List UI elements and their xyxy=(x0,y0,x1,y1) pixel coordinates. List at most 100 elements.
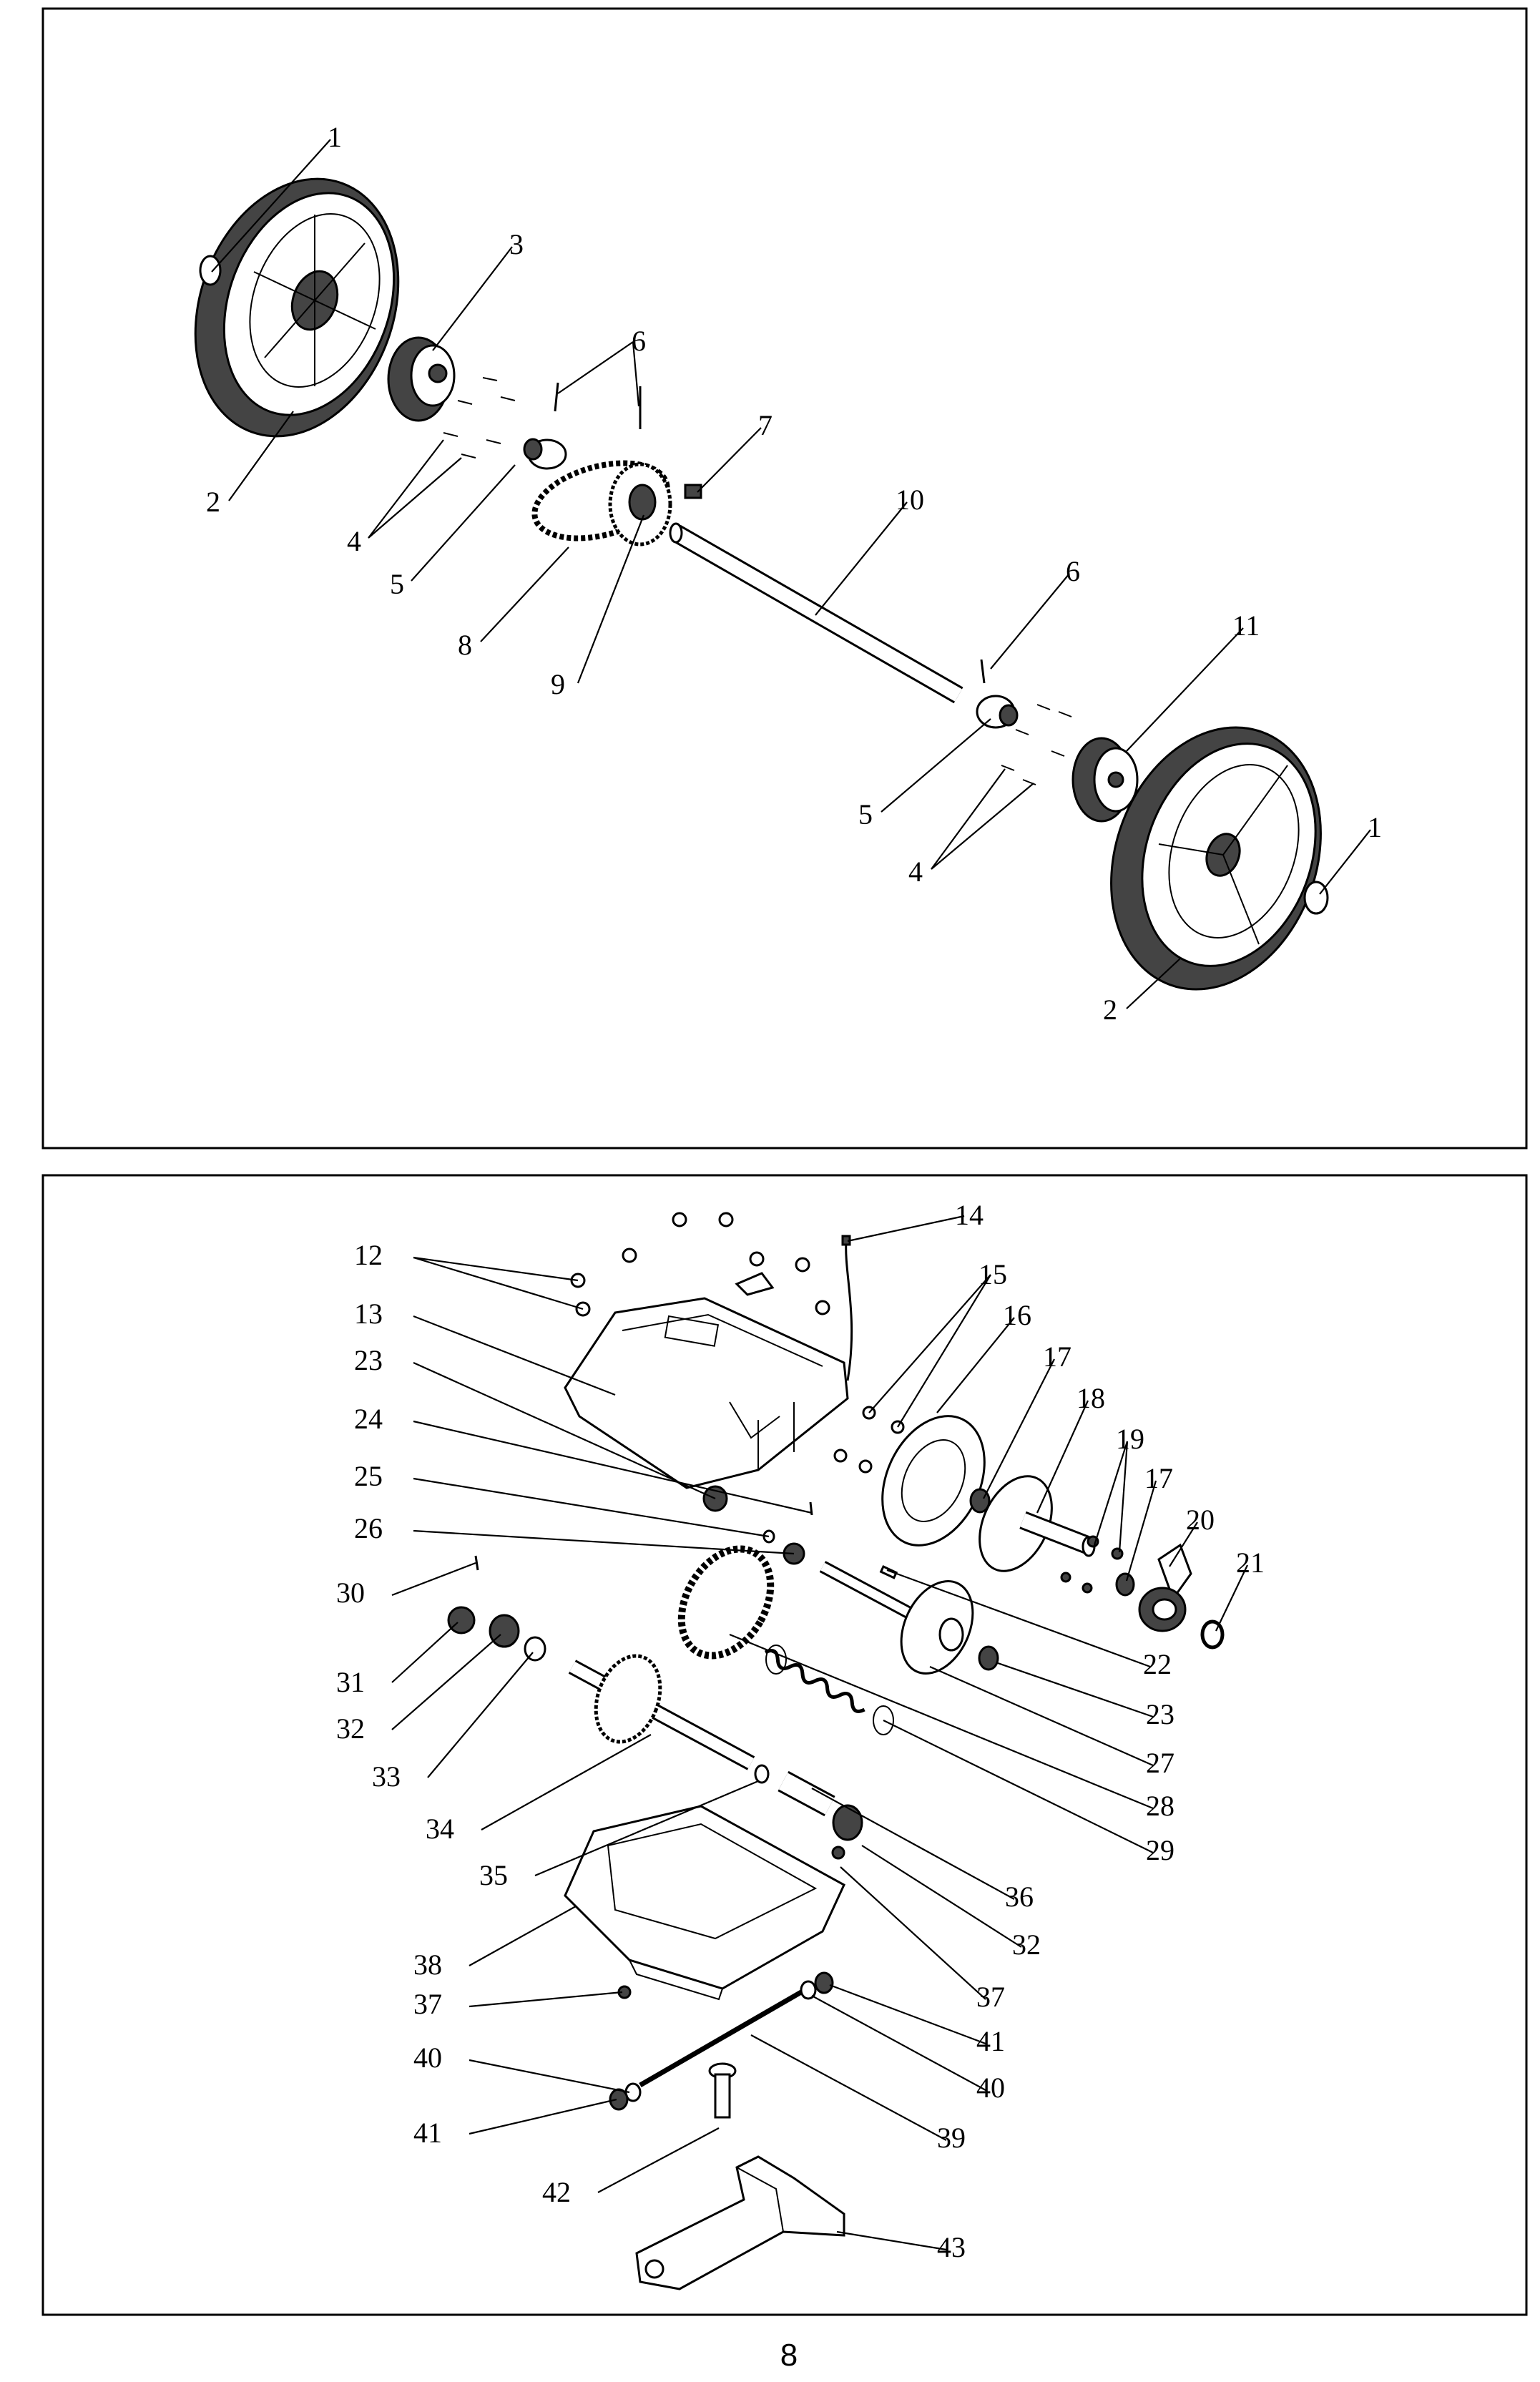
callout-leader-b17a xyxy=(983,1358,1055,1499)
callout-label-b32a: 32 xyxy=(336,1712,365,1745)
callout-label-t5b: 5 xyxy=(858,798,873,830)
upper-gear-housing xyxy=(564,1297,849,1489)
callout-leader-b34 xyxy=(481,1734,652,1830)
callout-label-b23a: 23 xyxy=(354,1344,383,1376)
callout-leader-t6b xyxy=(990,573,1070,670)
left-hub-screws xyxy=(443,377,516,459)
callout-leader-t5a xyxy=(411,464,516,582)
callout-leader-t3 xyxy=(432,246,513,351)
callout-label-t3: 3 xyxy=(509,228,524,260)
bottom-panel-frame xyxy=(41,1174,1528,2316)
rod-39 xyxy=(639,1989,803,2088)
callout-label-b17a: 17 xyxy=(1043,1341,1071,1373)
shaft-22 xyxy=(819,1561,926,1626)
callout-label-b17b: 17 xyxy=(1144,1462,1173,1494)
callout-label-b26: 26 xyxy=(354,1512,383,1544)
bracket-43 xyxy=(635,2155,845,2290)
callout-leader-b20 xyxy=(1169,1521,1198,1567)
callout-leader-b15b xyxy=(897,1274,991,1428)
callout-label-b16: 16 xyxy=(1003,1299,1031,1331)
callout-leader-t6a xyxy=(557,341,634,394)
callout-leader-b27 xyxy=(929,1665,1154,1767)
callout-label-t7: 7 xyxy=(758,409,773,441)
drive-chain-bottom xyxy=(677,1545,775,1660)
callout-leader-b39 xyxy=(750,2034,947,2141)
callout-label-b32b: 32 xyxy=(1012,1928,1041,1961)
left-hub xyxy=(387,336,456,422)
callout-label-t9: 9 xyxy=(551,668,565,700)
callout-label-b36: 36 xyxy=(1005,1881,1034,1913)
callout-leader-t4b2 xyxy=(931,783,1034,870)
drive-disc-27 xyxy=(900,1580,974,1675)
callout-label-b42: 42 xyxy=(542,2176,571,2208)
callout-leader-t7 xyxy=(697,427,762,493)
callout-leader-b42 xyxy=(597,2127,720,2193)
callout-label-b18: 18 xyxy=(1076,1382,1105,1414)
callout-leader-t1a xyxy=(211,139,331,273)
callout-leader-b28 xyxy=(729,1633,1154,1810)
callout-label-b34: 34 xyxy=(426,1813,454,1845)
callout-label-b30: 30 xyxy=(336,1577,365,1609)
callout-label-b25: 25 xyxy=(354,1460,383,1492)
callout-label-b20: 20 xyxy=(1186,1504,1215,1536)
callout-leader-b24 xyxy=(413,1420,813,1514)
right-wheel xyxy=(1110,726,1322,991)
callout-leader-b23b xyxy=(997,1662,1154,1718)
callout-leader-t11 xyxy=(1126,627,1244,752)
callout-leader-b38 xyxy=(469,1906,577,1966)
top-callout-leaders xyxy=(211,139,1371,1009)
pin-right xyxy=(980,659,986,684)
callout-label-t4a: 4 xyxy=(347,525,361,557)
callout-leader-b32a xyxy=(391,1634,501,1730)
callout-label-b13: 13 xyxy=(354,1298,383,1330)
callout-leader-t4a2 xyxy=(368,457,462,539)
callout-leader-b35 xyxy=(534,1780,759,1877)
callout-label-t1b: 1 xyxy=(1368,811,1382,843)
callout-label-b23b: 23 xyxy=(1146,1698,1174,1730)
callout-label-b41a: 41 xyxy=(976,2025,1005,2057)
callout-leader-b23a xyxy=(413,1361,716,1500)
right-wheel-cap xyxy=(1303,881,1329,915)
pin-30 xyxy=(474,1555,479,1571)
callout-label-t11: 11 xyxy=(1232,609,1260,642)
callout-leader-b13 xyxy=(413,1315,616,1396)
bottom-callout-leaders xyxy=(391,1215,1248,2251)
callout-leader-b40b xyxy=(811,1995,986,2091)
callout-leader-t4a xyxy=(368,439,444,539)
lower-gear-housing xyxy=(564,1805,845,2001)
left-bushing xyxy=(523,438,567,470)
callout-label-t6a: 6 xyxy=(632,325,646,357)
callout-leader-b31 xyxy=(391,1622,458,1683)
ring-35 xyxy=(754,1764,770,1784)
callout-leader-b19 xyxy=(1093,1441,1129,1546)
gear-31 xyxy=(447,1606,476,1634)
callout-leader-t1b xyxy=(1319,829,1371,895)
callout-label-t2a: 2 xyxy=(206,486,220,518)
washer-40b xyxy=(800,1980,817,2000)
callout-label-b43: 43 xyxy=(937,2231,966,2263)
callout-leader-b15 xyxy=(868,1274,991,1413)
callout-label-b38: 38 xyxy=(413,1949,442,1981)
callout-label-b37a: 37 xyxy=(413,1988,442,2020)
nut-37b xyxy=(831,1846,845,1860)
top-panel-frame xyxy=(41,7,1528,1150)
callout-leader-b37a xyxy=(469,1991,623,2008)
washer-41b xyxy=(814,1971,834,1994)
callout-leader-t9 xyxy=(577,514,645,684)
callout-label-b12: 12 xyxy=(354,1239,383,1271)
callout-leader-b21 xyxy=(1215,1564,1248,1632)
callout-leader-t4b xyxy=(931,768,1006,870)
callout-label-b39: 39 xyxy=(937,2122,966,2154)
callout-label-b19: 19 xyxy=(1116,1423,1144,1455)
bearing-23b xyxy=(978,1645,999,1671)
bolt-42 xyxy=(708,2062,737,2119)
ring-17b xyxy=(1115,1572,1135,1597)
callout-label-b33: 33 xyxy=(372,1760,401,1793)
callout-label-t4b: 4 xyxy=(908,856,923,888)
bearing-32a xyxy=(489,1614,520,1648)
axle-shaft xyxy=(669,522,963,704)
callout-label-b40a: 40 xyxy=(413,2042,442,2074)
callout-label-t5a: 5 xyxy=(390,568,404,600)
callout-leader-b18 xyxy=(1036,1400,1089,1514)
